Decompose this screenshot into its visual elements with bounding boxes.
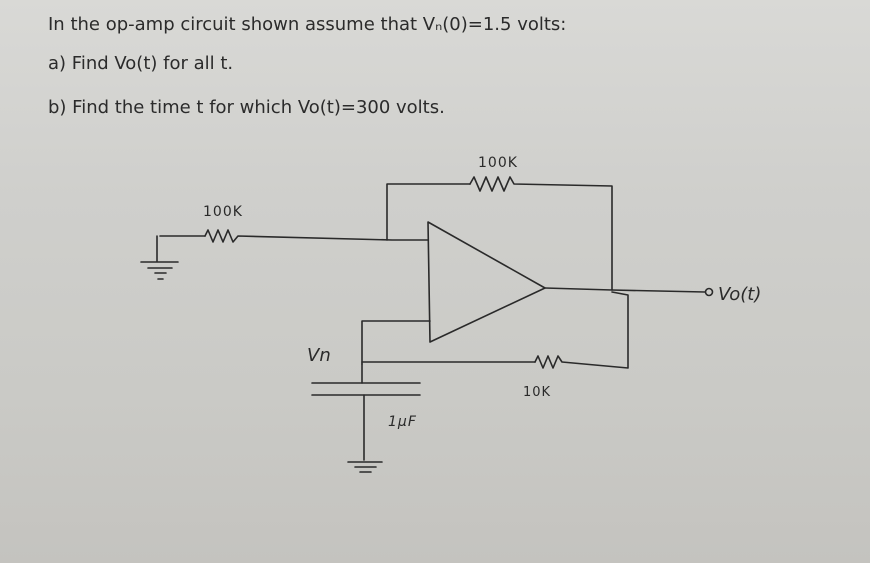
problem-intro: In the op-amp circuit shown assume that … xyxy=(48,14,567,35)
input-ground-wire xyxy=(156,235,206,262)
input-resistor xyxy=(204,229,429,243)
feedback-resistor-label: 100K xyxy=(478,155,518,171)
feedback-wire-top xyxy=(386,183,471,241)
ground-symbol-bottom xyxy=(347,461,383,473)
output-terminal xyxy=(704,287,714,297)
capacitor-plates xyxy=(311,382,421,396)
vn-label: Vn xyxy=(307,345,331,366)
feedback-resistor xyxy=(469,176,613,291)
lower-resistor xyxy=(534,291,629,369)
lower-resistor-label: 10K xyxy=(523,385,551,400)
ground-symbol-left xyxy=(140,261,179,280)
problem-part-a: a) Find Vo(t) for all t. xyxy=(48,53,234,74)
capacitor-label: 1μF xyxy=(388,414,417,430)
output-label: Vo(t) xyxy=(718,284,761,305)
problem-part-b: b) Find the time t for which Vo(t)=300 v… xyxy=(48,97,445,118)
input-resistor-label: 100K xyxy=(203,204,243,220)
output-wire xyxy=(544,287,706,293)
noninverting-wire xyxy=(361,320,431,365)
op-amp-triangle xyxy=(427,221,546,343)
